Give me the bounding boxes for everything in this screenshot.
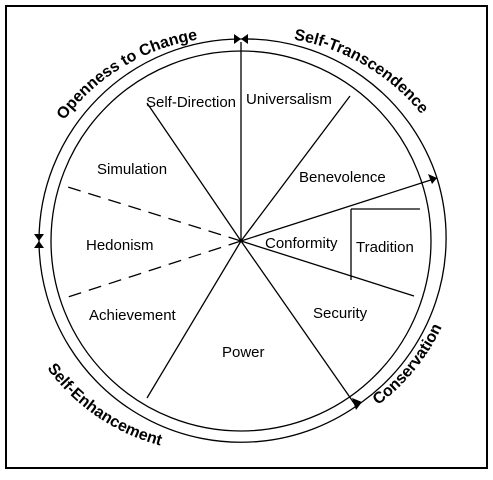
- label-achievement: Achievement: [89, 307, 177, 324]
- label-universalism: Universalism: [246, 91, 332, 108]
- divider-power-achievement: [146, 240, 242, 399]
- divider-universalism-benevolence: [240, 95, 351, 242]
- divider-security-power: [240, 240, 357, 407]
- dimension-ring: [38, 38, 447, 443]
- arrow-left-top-icon: [34, 234, 44, 241]
- label-tradition: Tradition: [356, 239, 414, 256]
- dashed-divider-lower: [67, 240, 242, 298]
- ring-arrowheads: [34, 34, 437, 410]
- outer-frame: [5, 5, 488, 469]
- arrow-top-right-icon: [241, 34, 248, 44]
- hedonism-dashed-dividers: [67, 186, 242, 298]
- arc-openness-ring: [38, 38, 242, 242]
- arc-conservation-ring: [361, 177, 447, 403]
- label-hedonism: Hedonism: [86, 237, 154, 254]
- sector-dividers: [146, 42, 438, 407]
- divider-benevolence-conformity: [240, 177, 438, 242]
- divider-conformity-security: [240, 240, 415, 297]
- arrow-left-bottom-icon: [34, 241, 44, 248]
- arc-enhancement-ring: [38, 240, 363, 443]
- arrow-top-left-icon: [234, 34, 241, 44]
- label-self-direction: Self-Direction: [146, 94, 236, 111]
- label-conformity: Conformity: [265, 235, 338, 252]
- label-benevolence: Benevolence: [299, 169, 386, 186]
- label-simulation: Simulation: [97, 161, 167, 178]
- arc-transcendence-ring: [240, 38, 438, 179]
- dashed-divider-upper: [67, 186, 242, 242]
- dimension-enhancement-label: Self-Enhancement: [44, 360, 165, 449]
- arrow-bottom-right-icon: [352, 398, 362, 410]
- divider-simulation-selfdirection: [146, 102, 242, 242]
- label-power: Power: [222, 344, 265, 361]
- label-security: Security: [313, 305, 368, 322]
- dimension-conservation-label: Conservation: [370, 321, 446, 408]
